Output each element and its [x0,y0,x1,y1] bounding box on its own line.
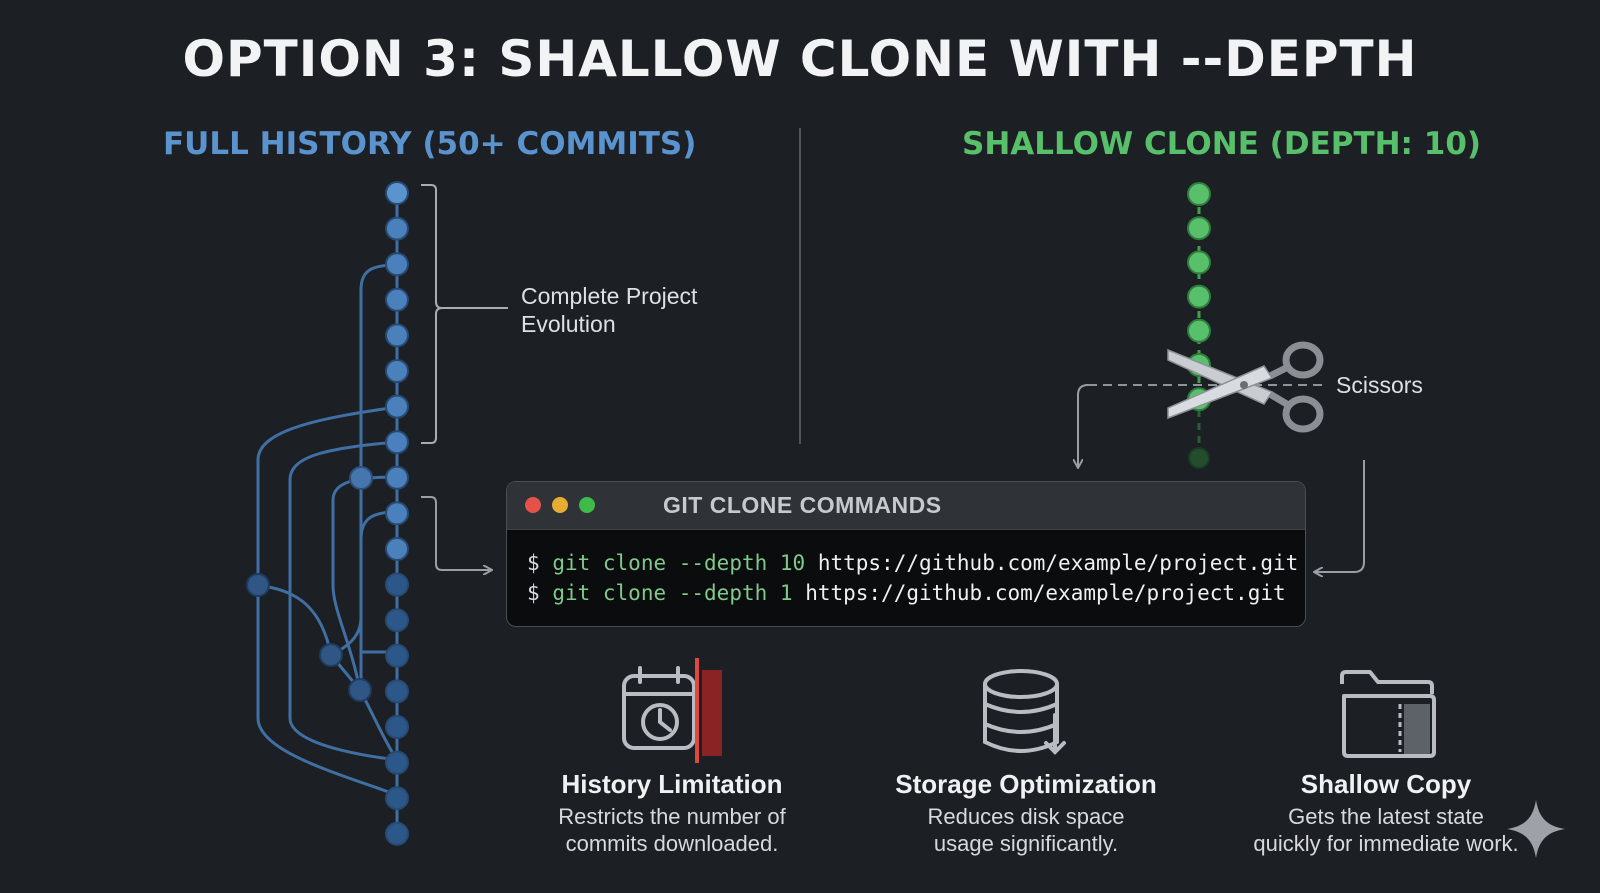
scissors-icon [1167,341,1324,433]
feature-description-line: Restricts the number of [558,804,786,829]
commit-node [385,394,409,419]
feature-title: History Limitation [561,769,783,799]
feature-description-line: Reduces disk space [927,804,1125,829]
terminal-titlebar: GIT CLONE COMMANDS [507,482,1305,530]
database-icon [983,669,1066,755]
command-text: git clone --depth 1 [552,581,793,605]
commit-node [385,323,409,348]
commit-node [1187,216,1211,241]
terminal-body: $ git clone --depth 10 https://github.co… [507,530,1305,608]
history-to-terminal-arrow [421,496,490,570]
cut-commit-node [1188,447,1210,469]
commit-node [385,786,409,811]
commit-node [246,573,270,597]
side-commits [246,466,373,702]
commit-node [385,430,409,455]
commit-node [348,678,372,702]
commit-node [385,572,409,597]
feature-description-line: Gets the latest state [1288,804,1484,829]
commit-node [349,466,373,490]
commit-node [319,643,343,667]
feature-title: Storage Optimization [895,769,1157,799]
commit-node [1187,318,1211,343]
feature-history-limitation: History Limitation Restricts the number … [512,768,832,857]
center-divider [799,128,801,444]
close-window-button[interactable] [525,497,541,513]
feature-shallow-copy: Shallow Copy Gets the latest state quick… [1226,768,1546,857]
commit-node [385,252,409,277]
commit-node [385,359,409,383]
feature-storage-optimization: Storage Optimization Reduces disk space … [866,768,1186,857]
terminal-command-line: $ git clone --depth 1 https://github.com… [527,578,1305,608]
feature-description: Reduces disk space usage significantly. [866,803,1186,857]
commit-node [385,643,409,668]
commit-node [385,287,409,312]
prompt-symbol: $ [527,581,540,605]
commit-node [385,181,409,205]
scissors-label: Scissors [1336,372,1423,398]
commit-node [385,821,409,846]
terminal-title: GIT CLONE COMMANDS [663,492,942,518]
feature-description: Restricts the number of commits download… [512,803,832,857]
commit-node [385,465,409,490]
maximize-window-button[interactable] [579,497,595,513]
cutoff-block [702,670,722,756]
terminal-command-line: $ git clone --depth 10 https://github.co… [527,548,1305,578]
feature-description: Gets the latest state quickly for immedi… [1226,803,1546,857]
commit-node [1187,284,1211,309]
commit-node [1187,182,1211,206]
repo-url: https://github.com/example/project.git [817,551,1299,575]
full-history-commits [385,181,409,846]
minimize-window-button[interactable] [552,497,568,513]
branch-line [257,583,333,656]
folder-icon [1340,670,1436,758]
commit-node [385,608,409,633]
prompt-symbol: $ [527,551,540,575]
terminal-window: GIT CLONE COMMANDS $ git clone --depth 1… [506,481,1306,627]
command-text: git clone --depth 10 [552,551,806,575]
sparkle-icon [1507,800,1565,858]
commit-node [385,679,409,704]
commit-node [385,501,409,526]
calendar-clock-icon [622,666,696,750]
evolution-bracket [421,184,508,444]
commit-node [385,750,409,775]
right-to-terminal-arrow [1316,460,1365,572]
cut-to-terminal-arrow [1078,384,1089,466]
full-history-heading: FULL HISTORY (50+ COMMITS) [163,126,697,162]
commit-node [385,537,409,561]
commit-node [385,715,409,739]
page-title: OPTION 3: SHALLOW CLONE WITH --DEPTH [182,30,1418,88]
branch-line [329,654,399,761]
branch-line [256,405,398,797]
feature-description-line: quickly for immediate work. [1253,831,1519,856]
feature-description-line: usage significantly. [933,831,1119,856]
feature-description-line: commits downloaded. [565,831,779,856]
shallow-clone-heading: SHALLOW CLONE (DEPTH: 10) [962,126,1482,162]
repo-url: https://github.com/example/project.git [805,581,1286,605]
feature-title: Shallow Copy [1300,769,1472,799]
commit-node [1187,250,1211,275]
evolution-label: Complete Project Evolution [521,283,698,337]
commit-node [385,216,409,241]
branch-line [288,440,398,762]
branch-lines [256,263,399,797]
